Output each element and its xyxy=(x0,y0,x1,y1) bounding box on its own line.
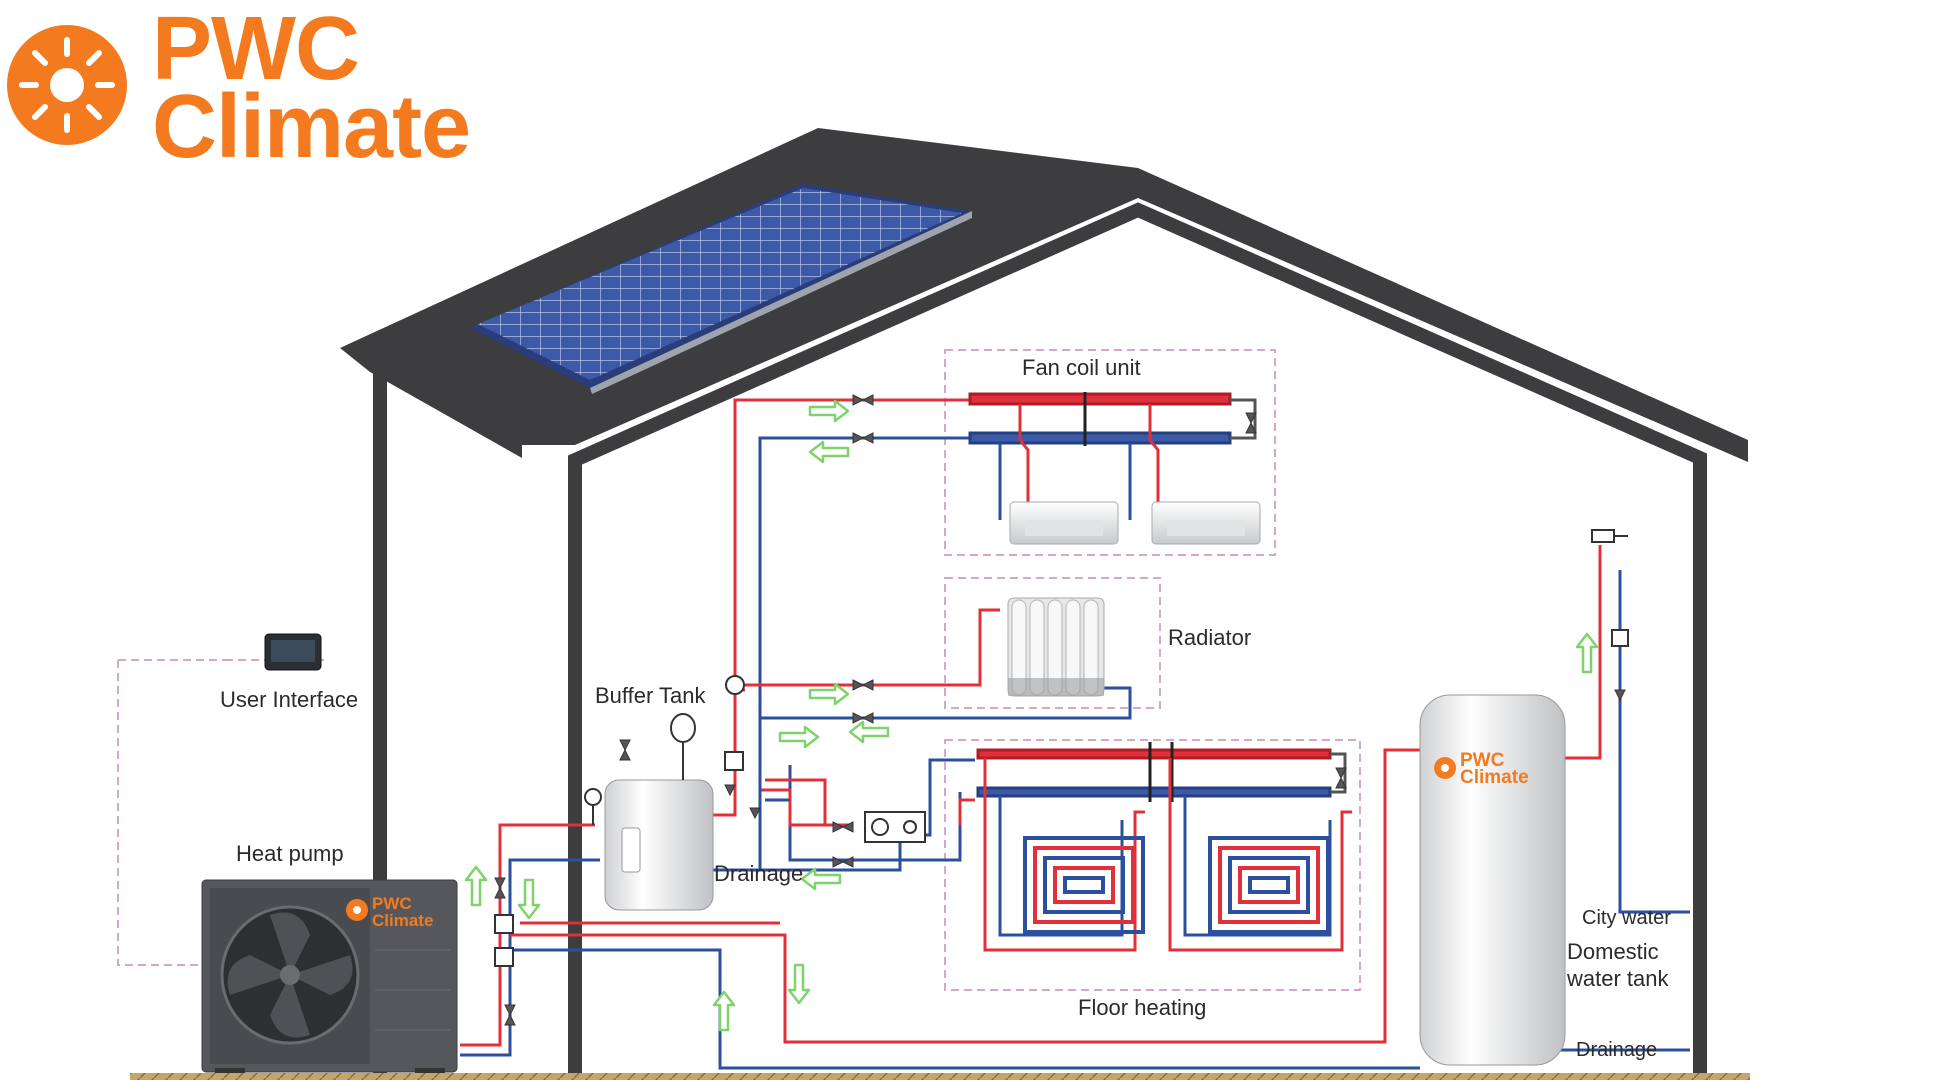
heat-pump-brand: PWC Climate xyxy=(372,895,433,929)
floor-heating-label: Floor heating xyxy=(1078,995,1207,1020)
floor-heating-coils xyxy=(1023,836,1330,934)
ground xyxy=(130,1073,1750,1080)
radiator-icon xyxy=(1007,597,1105,697)
buffer-tank-label: Buffer Tank xyxy=(595,683,706,708)
buffer-tank xyxy=(584,713,714,911)
domestic-water-tank xyxy=(1419,694,1566,1066)
heat-pump-brand-line2: Climate xyxy=(372,911,434,930)
valve-icon xyxy=(494,394,1626,1026)
water-tank-brand: PWC Climate xyxy=(1460,750,1529,788)
water-tank-brand-line2: Climate xyxy=(1460,767,1529,788)
fan-coil-pipes xyxy=(733,392,1257,720)
controller-icon xyxy=(264,633,322,671)
flow-arrow-icon xyxy=(464,399,1599,1032)
brand-name-line1: PWC xyxy=(152,0,360,99)
radiator-label: Radiator xyxy=(1168,625,1252,650)
brand-name-line2: Climate xyxy=(152,77,471,177)
domestic-water-tank-label-line1: Domestic xyxy=(1567,939,1659,964)
roof xyxy=(340,128,1748,462)
user-interface-label: User Interface xyxy=(220,687,359,712)
brand-logo-text: PWC Climate xyxy=(152,0,471,177)
pump-icon xyxy=(494,629,1629,967)
heat-pump-brand-line1: PWC xyxy=(372,894,412,913)
fan-coil-units xyxy=(1009,501,1261,545)
drainage-tank-label: Drainage xyxy=(1576,1039,1658,1061)
domestic-water-tank-label-line2: water tank xyxy=(1567,966,1669,991)
drainage-buffer-label: Drainage xyxy=(714,861,804,886)
water-tank-brand-line1: PWC xyxy=(1460,750,1505,771)
heat-pump-label: Heat pump xyxy=(236,841,344,866)
fan-coil-unit-label: Fan coil unit xyxy=(1022,355,1141,380)
zone-borders xyxy=(117,349,1361,991)
solar-panel-icon xyxy=(470,184,972,394)
city-water-label: City water xyxy=(1582,907,1671,929)
mixing-station xyxy=(760,758,975,872)
sun-icon xyxy=(7,25,127,145)
heat-pump-unit xyxy=(201,879,458,1076)
fan-icon xyxy=(227,912,353,1038)
faucet-icon xyxy=(1591,529,1628,543)
